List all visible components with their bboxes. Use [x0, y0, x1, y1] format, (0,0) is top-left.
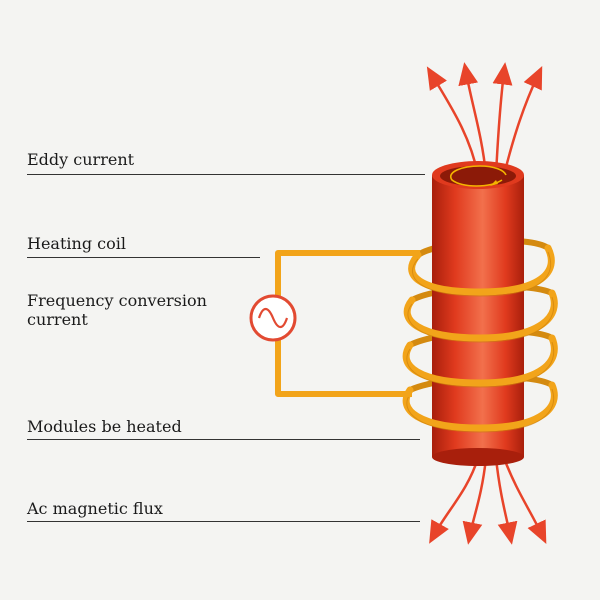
flux-arrows-top	[426, 62, 543, 176]
label-modules-be-heated: Modules be heated	[27, 417, 182, 436]
sine-wave-icon	[249, 294, 297, 342]
workpiece-cylinder	[432, 161, 524, 466]
label-frequency-conversion-current-line1: Frequency conversion	[27, 291, 207, 310]
leader-line-ac-magnetic-flux	[27, 521, 420, 522]
coil-leads	[275, 250, 420, 397]
flux-arrow	[458, 62, 488, 176]
leader-line-modules-be-heated	[27, 439, 420, 440]
flux-arrow	[462, 457, 488, 545]
label-ac-magnetic-flux: Ac magnetic flux	[27, 499, 163, 518]
flux-arrow	[494, 457, 518, 545]
flux-arrow	[492, 62, 513, 176]
leader-line-heating-coil	[27, 257, 260, 258]
label-heating-coil: Heating coil	[27, 234, 126, 253]
flux-arrow	[429, 457, 480, 544]
flux-arrow	[502, 457, 547, 545]
flux-arrow	[426, 66, 480, 176]
flux-arrow	[502, 65, 543, 176]
eddy-current-arrow	[449, 165, 507, 187]
flux-arrows-bottom	[429, 457, 547, 545]
label-frequency-conversion-current-line2: current	[27, 310, 88, 329]
leader-line-eddy-current	[27, 174, 425, 175]
label-eddy-current: Eddy current	[27, 150, 135, 169]
